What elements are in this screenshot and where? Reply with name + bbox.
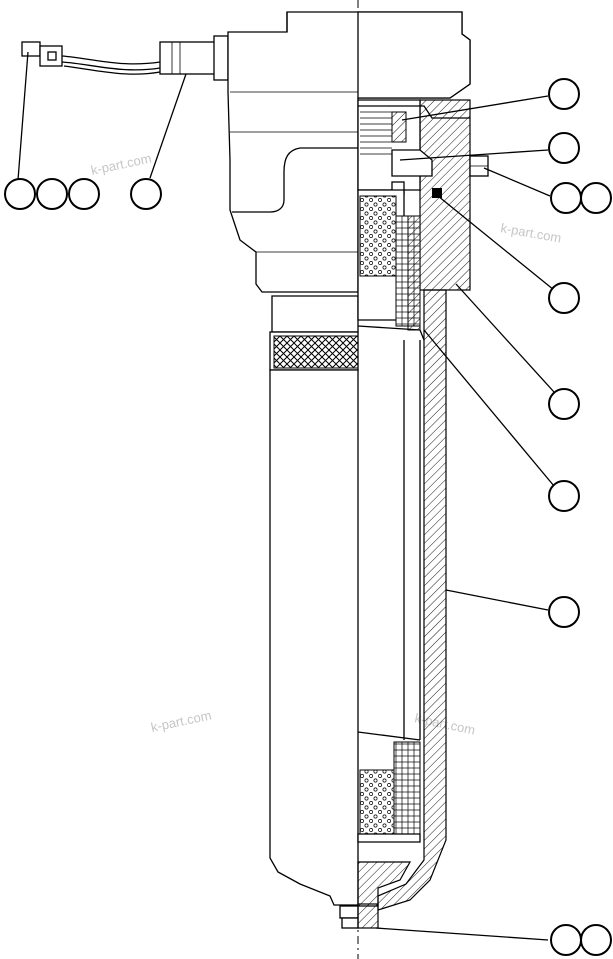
head-plug-callout (550, 182, 582, 214)
watermark-text: k-part.com (150, 707, 213, 734)
o-ring-callout (548, 282, 580, 314)
indicator-switch (159, 35, 229, 81)
cable-connector-callout (4, 178, 36, 210)
electrical-connector (21, 41, 161, 75)
head-plug-callout (580, 182, 612, 214)
head-plug (469, 155, 489, 177)
bowl-section (357, 189, 447, 929)
drain-plug-callout (580, 924, 612, 956)
cable-connector-callout (36, 178, 68, 210)
drain-plug-callout (550, 924, 582, 956)
drain-plug (357, 903, 379, 929)
leader-lines (17, 51, 555, 941)
head-housing-callout (548, 388, 580, 420)
watermark-text: k-part.com (499, 220, 562, 245)
filter-element-callout (548, 480, 580, 512)
bypass-spring-callout (548, 78, 580, 110)
indicator-switch-callout (130, 178, 162, 210)
bypass-valve (391, 111, 433, 177)
bypass-spring (360, 111, 392, 155)
head-section (357, 11, 489, 291)
watermark-text: k-part.com (90, 150, 153, 177)
cable-connector-callout (68, 178, 100, 210)
callouts-layer (4, 78, 612, 956)
filter-bowl (269, 369, 359, 929)
bowl-callout (548, 596, 580, 628)
bypass-valve-callout (548, 132, 580, 164)
